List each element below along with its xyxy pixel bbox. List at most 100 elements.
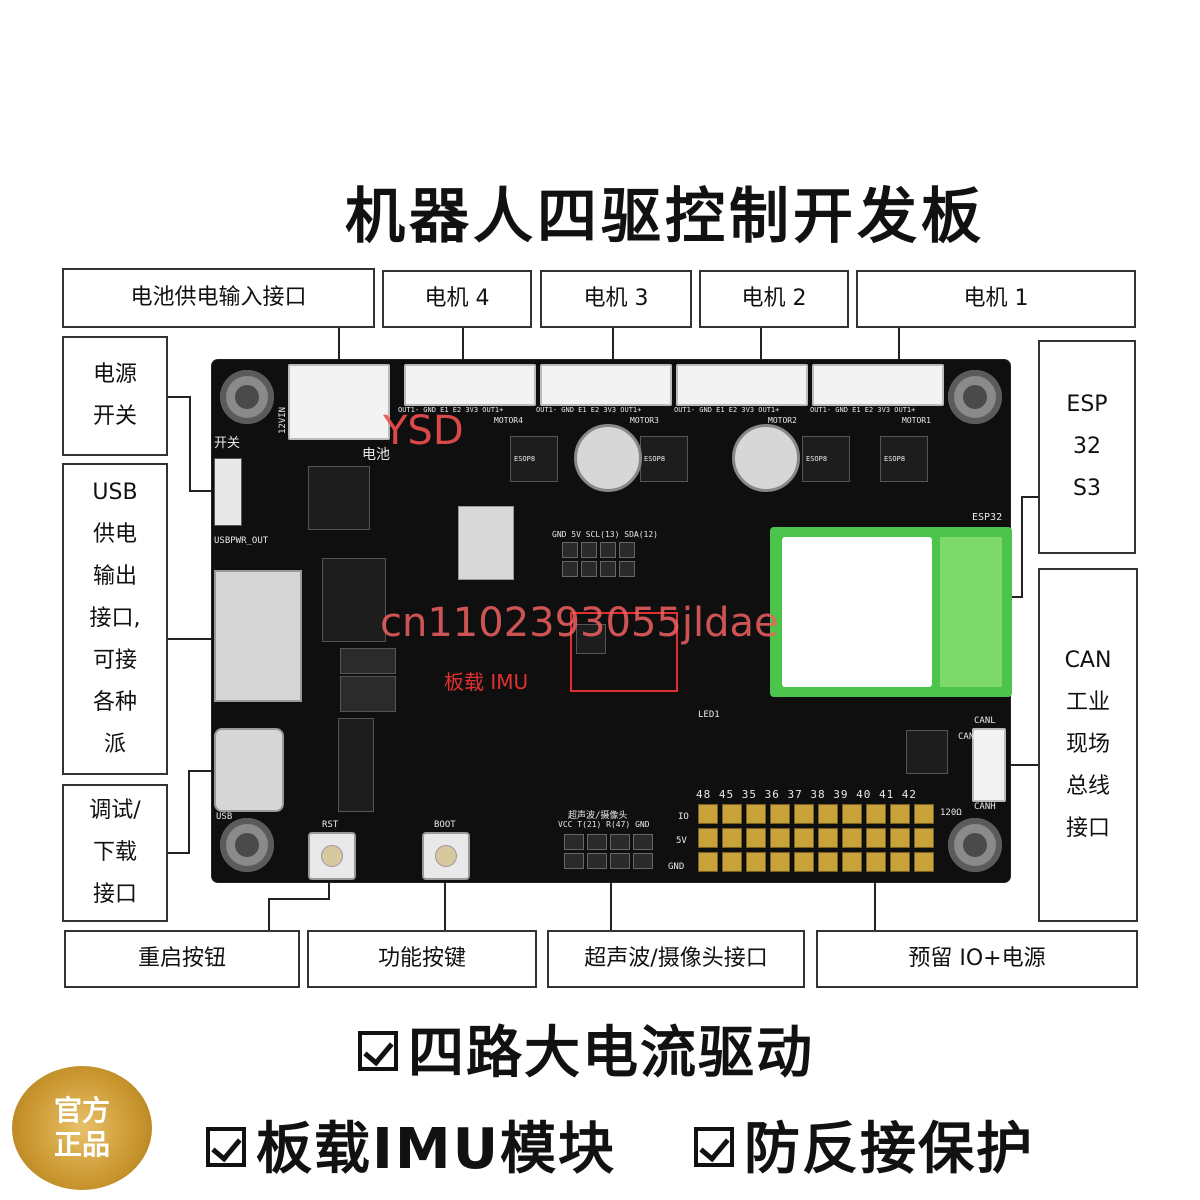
silk-canh: CANH: [974, 802, 996, 812]
arrow-line: [874, 882, 876, 930]
arrow-line: [462, 328, 464, 362]
label-line: 接口,: [89, 606, 141, 631]
label-line: 接口: [1065, 816, 1110, 841]
silk-rst: RST: [322, 820, 339, 830]
silk-motor2: MOTOR2: [768, 416, 797, 425]
antenna-icon: [940, 537, 1002, 687]
silk-led: LED1: [698, 710, 720, 720]
arrow-line: [1021, 496, 1039, 498]
silk-esp32: ESP32: [972, 512, 1003, 523]
motor-driver-chip: [880, 436, 928, 482]
regulator-chip: [322, 558, 386, 642]
motor3-connector: [540, 364, 672, 406]
label-line: 调试/: [89, 798, 141, 823]
arrow-line: [1021, 496, 1023, 598]
seal-line: 正品: [53, 1128, 110, 1161]
silk-motor-pins: OUT1- GND E1 E2 3V3 OUT1+: [810, 406, 916, 414]
feature-line: 板载IMU模块: [206, 1104, 616, 1185]
silk-canl: CANL: [974, 716, 996, 726]
ultrasonic-header: [564, 834, 653, 869]
io-header: [698, 804, 934, 872]
arrow-line: [328, 882, 330, 898]
arrow-line: [610, 882, 612, 930]
silk-switch: 开关: [214, 436, 241, 451]
arrow-line: [1006, 764, 1038, 766]
label-line: 开关: [92, 404, 137, 429]
silk-boot: BOOT: [434, 820, 456, 830]
label-line: 32: [1073, 434, 1101, 459]
motor4-connector: [404, 364, 536, 406]
silk-gnd: GND: [668, 862, 685, 872]
silk-esop8: ESOP8: [806, 455, 828, 463]
arrow-line: [760, 328, 762, 362]
feature-line: 防反接保护: [694, 1104, 1034, 1185]
silk-oled-pins: GND 5V SCL(13) SDA(12): [552, 530, 658, 539]
mounting-hole-icon: [220, 818, 274, 872]
arrow-line: [168, 852, 188, 854]
label-power-switch: 电源 开关: [62, 336, 168, 456]
motor-driver-chip: [640, 436, 688, 482]
silk-motor-pins: OUT1- GND E1 E2 3V3 OUT1+: [536, 406, 642, 414]
watermark: cn1102393055jldae: [380, 600, 779, 646]
arrow-line: [268, 898, 330, 900]
label-line: CAN: [1064, 648, 1112, 673]
imu-label: 板载 IMU: [444, 670, 529, 694]
silk-motor4: MOTOR4: [494, 416, 523, 425]
capacitor-icon: [732, 424, 800, 492]
arrow-line: [168, 638, 214, 640]
label-function-key: 功能按键: [307, 930, 537, 988]
esp32-shield: [782, 537, 932, 687]
silk-io: IO: [678, 812, 689, 822]
arrow-line: [188, 770, 190, 854]
silk-ultra-title: 超声波/摄像头: [568, 811, 628, 821]
motor2-connector: [676, 364, 808, 406]
silk-motor1: MOTOR1: [902, 416, 931, 425]
label-line: 可接: [92, 648, 137, 673]
motor-driver-chip: [802, 436, 850, 482]
diode-icon: [340, 676, 396, 712]
arrow-line: [1010, 596, 1022, 598]
label-line: ESP: [1066, 392, 1108, 417]
label-reserved-io: 预留 IO+电源: [816, 930, 1138, 988]
silk-battery: 电池: [362, 447, 390, 463]
feature-text: 四路大电流驱动: [408, 1021, 814, 1086]
silk-12vin: 12VIN: [278, 406, 288, 434]
label-line: 现场: [1065, 732, 1110, 757]
label-motor3: 电机 3: [540, 270, 692, 328]
boot-button-icon: [422, 832, 470, 880]
official-seal: 官方 正品: [12, 1066, 152, 1190]
usb-c-port-icon: [214, 728, 284, 812]
label-debug: 调试/ 下载 接口: [62, 784, 168, 922]
silk-motor-pins: OUT1- GND E1 E2 3V3 OUT1+: [674, 406, 780, 414]
mounting-hole-icon: [220, 370, 274, 424]
usb-serial-chip: [338, 718, 374, 812]
imu-highlight-box: [570, 612, 678, 692]
silk-esop8: ESOP8: [644, 455, 666, 463]
page-title: 机器人四驱控制开发板: [345, 182, 985, 252]
label-ultrasonic: 超声波/摄像头接口: [547, 930, 805, 988]
label-line: 工业: [1065, 690, 1110, 715]
label-motor2: 电机 2: [699, 270, 849, 328]
label-motor1: 电机 1: [856, 270, 1136, 328]
esp32-module: [770, 527, 1012, 697]
feature-line: 四路大电流驱动: [358, 1008, 814, 1089]
label-line: 电源: [92, 362, 137, 387]
checkbox-icon: [206, 1126, 246, 1167]
feature-text: 板载IMU模块: [256, 1117, 617, 1182]
feature-text: 防反接保护: [744, 1117, 1034, 1182]
silk-esop8: ESOP8: [514, 455, 536, 463]
label-usb-output: USB 供电 输出 接口, 可接 各种 派: [62, 463, 168, 775]
silk-120ohm: 120Ω: [940, 808, 962, 818]
can-connector: [972, 728, 1006, 802]
arrow-line: [168, 396, 190, 398]
arrow-line: [268, 898, 270, 930]
reset-button-icon: [308, 832, 356, 880]
label-line: 供电: [92, 522, 137, 547]
silk-usbpwr: USBPWR_OUT: [214, 536, 269, 546]
imu-chip: [576, 624, 606, 654]
label-line: S3: [1073, 476, 1101, 501]
seal-line: 官方: [53, 1094, 110, 1127]
label-line: 接口: [92, 882, 137, 907]
label-esp32s3: ESP 32 S3: [1038, 340, 1136, 554]
motor1-connector: [812, 364, 944, 406]
